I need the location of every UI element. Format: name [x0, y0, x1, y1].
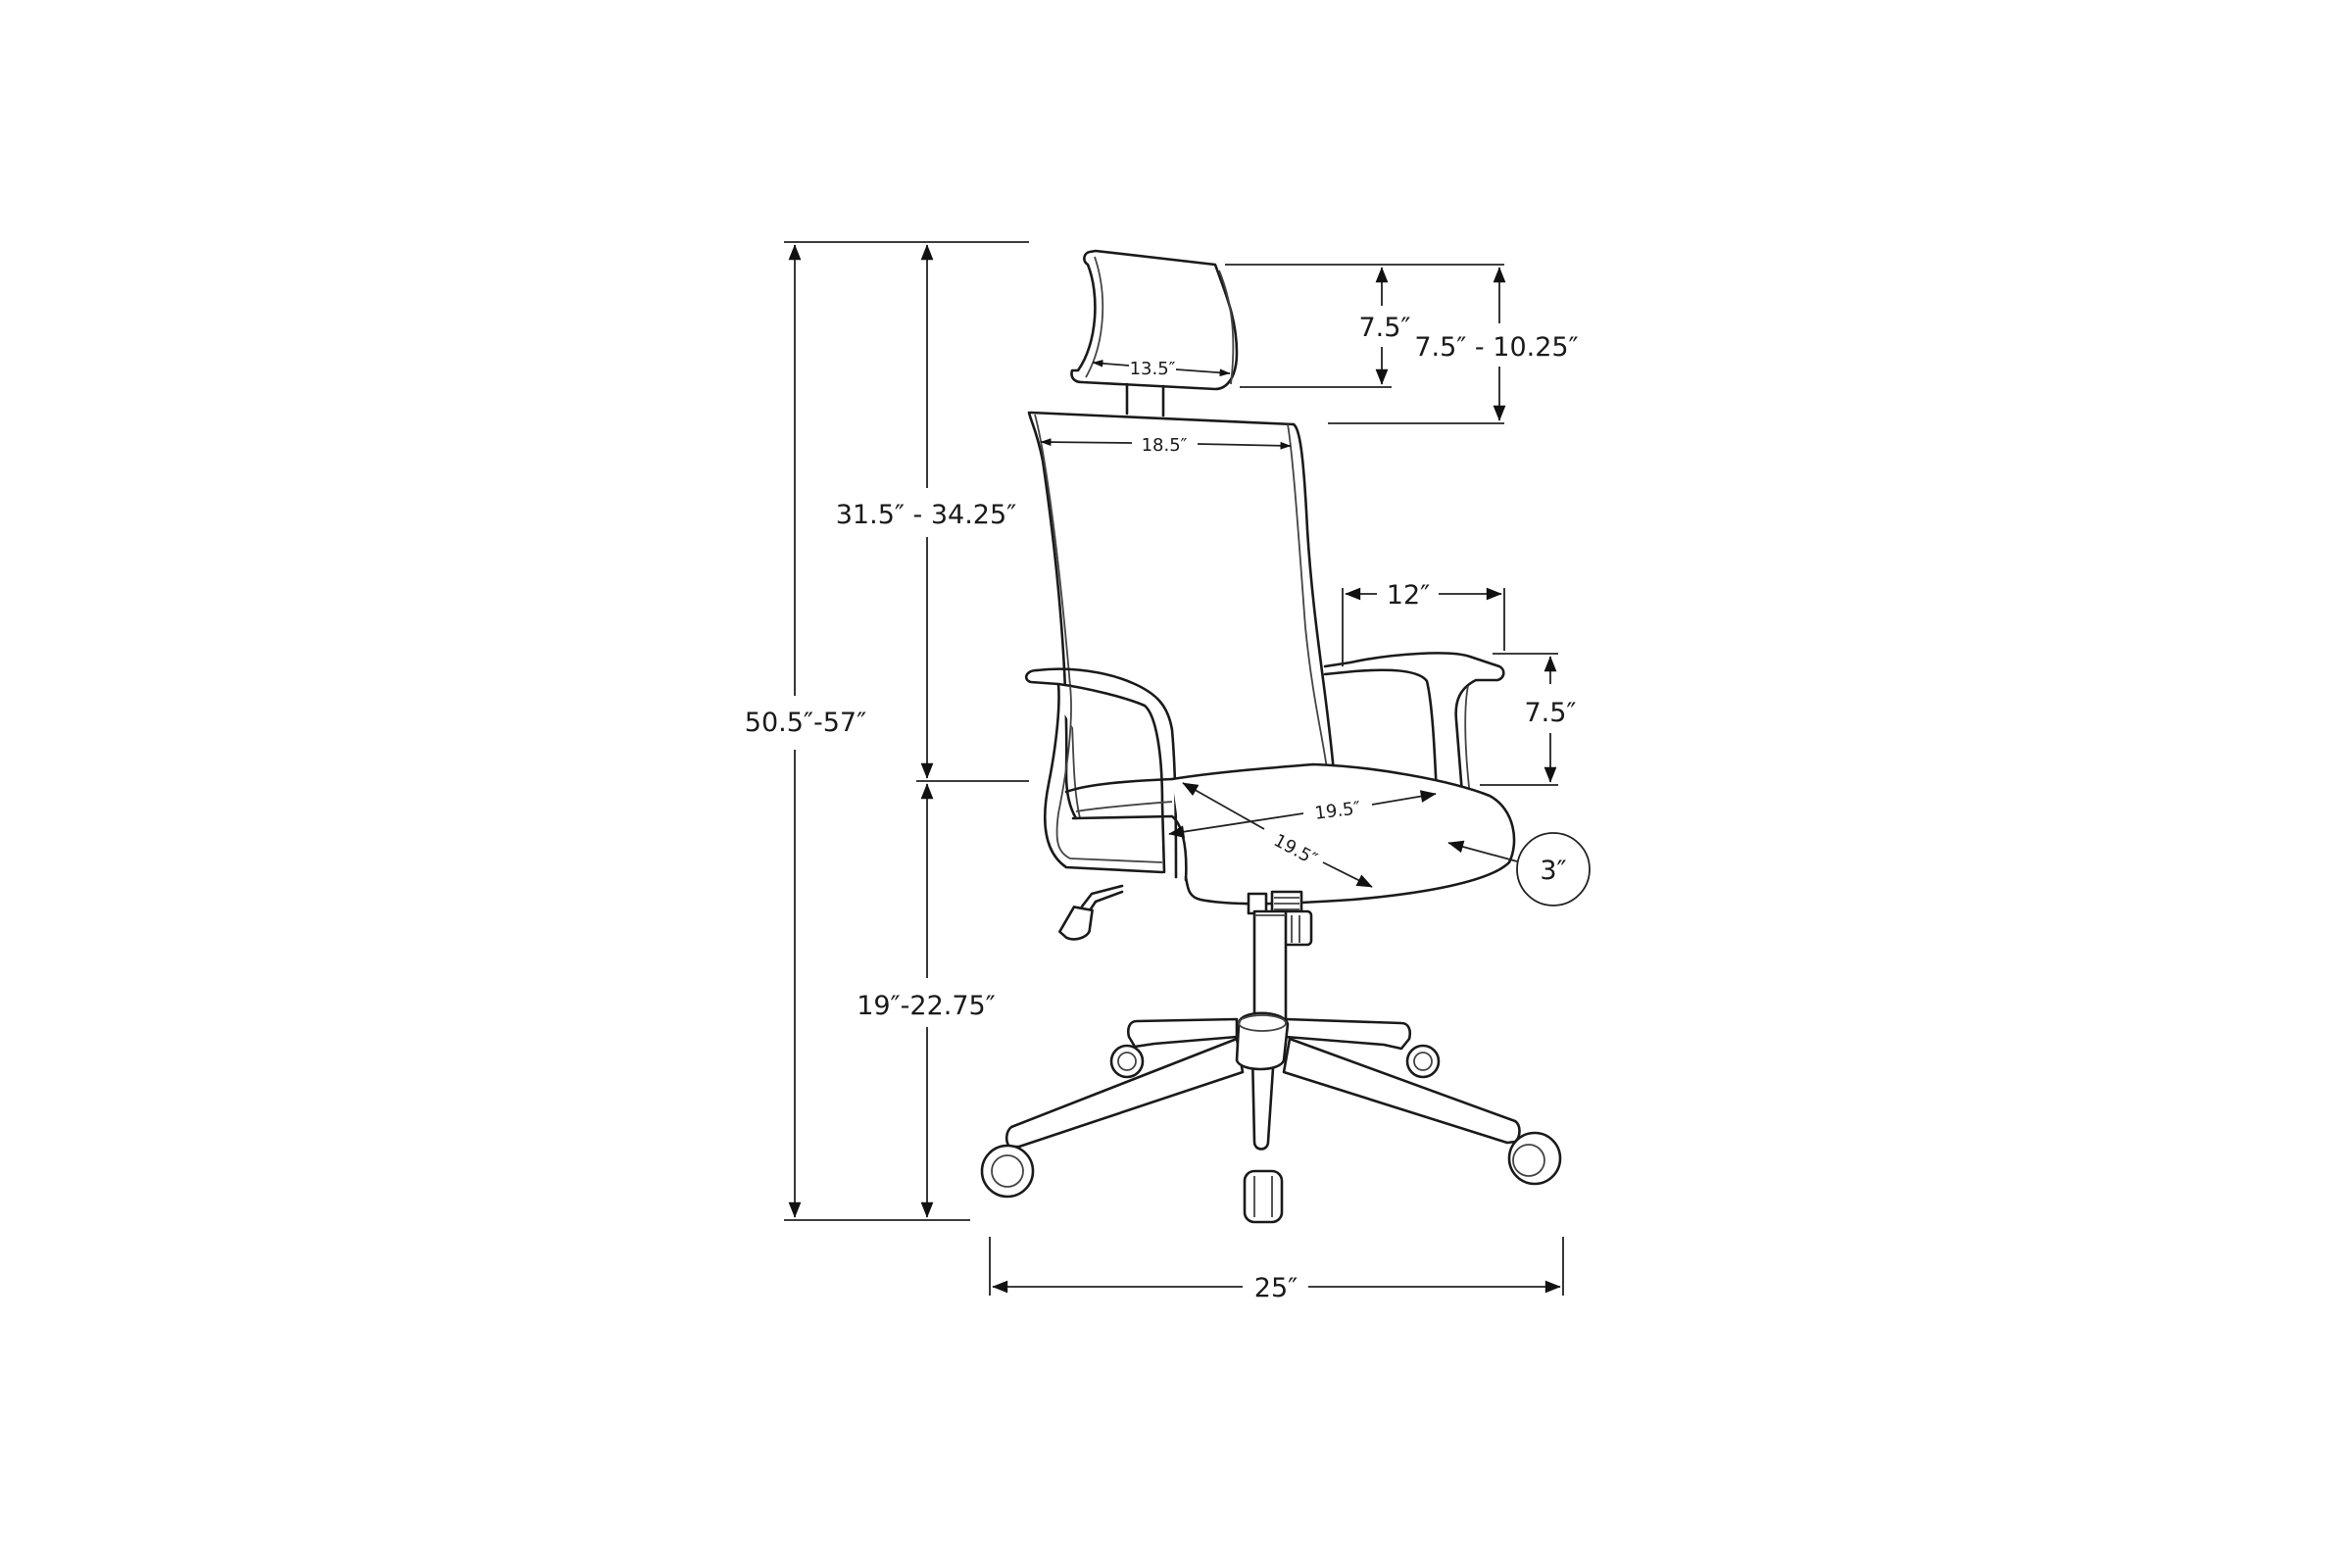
- chair-illustration: [980, 249, 1562, 1224]
- left-armrest: [1024, 667, 1178, 879]
- caster-front-right: [1507, 1131, 1562, 1186]
- gas-cylinder: [1252, 909, 1288, 1031]
- dimension-annotations: 50.5″-57″ 31.5″ - 34.25″ 19″-22.75″ 7.5″…: [745, 241, 1591, 1303]
- headrest: [1070, 249, 1239, 391]
- overall-height-label: 50.5″-57″: [745, 708, 866, 738]
- five-star-base: [1004, 1011, 1521, 1151]
- tilt-lever: [1058, 884, 1124, 941]
- headrest-width-dimension: 13.5″: [1092, 359, 1231, 379]
- base-width-dimension: 25″: [989, 1237, 1564, 1303]
- headrest-posts: [1125, 382, 1165, 417]
- backrest: [1027, 411, 1337, 820]
- armrest-height-label: 7.5″: [1524, 698, 1576, 728]
- seat-thickness-label: 3″: [1540, 856, 1566, 886]
- seat-height-dimension: 19″-22.75″: [857, 783, 996, 1218]
- seat-thickness-callout: 3″: [1447, 832, 1591, 906]
- caster-back-right: [1405, 1044, 1441, 1079]
- armrest-height-dimension: 7.5″: [1480, 653, 1577, 786]
- caster-back-left: [1109, 1044, 1145, 1079]
- backrest-width-label: 18.5″: [1142, 435, 1188, 456]
- caster-front-left: [980, 1144, 1035, 1199]
- headrest-adjust-label: 7.5″ - 10.25″: [1414, 332, 1578, 363]
- armrest-depth-dimension: 12″: [1342, 580, 1505, 666]
- overall-height-dimension: 50.5″-57″: [745, 244, 866, 1218]
- headrest-adjust-dimension: 7.5″ - 10.25″: [1414, 267, 1579, 421]
- headrest-height-label: 7.5″: [1358, 313, 1410, 343]
- backrest-width-dimension: 18.5″: [1040, 435, 1292, 456]
- headrest-width-label: 13.5″: [1130, 359, 1176, 379]
- backrest-height-label: 31.5″ - 34.25″: [836, 500, 1017, 530]
- right-armrest: [1323, 652, 1505, 798]
- base-width-label: 25″: [1254, 1273, 1298, 1303]
- backrest-height-dimension: 31.5″ - 34.25″: [836, 244, 1017, 779]
- caster-front: [1243, 1169, 1284, 1224]
- armrest-depth-label: 12″: [1387, 580, 1430, 611]
- seat-height-label: 19″-22.75″: [857, 991, 996, 1021]
- headrest-height-dimension: 7.5″: [1358, 267, 1411, 385]
- casters: [980, 1044, 1562, 1224]
